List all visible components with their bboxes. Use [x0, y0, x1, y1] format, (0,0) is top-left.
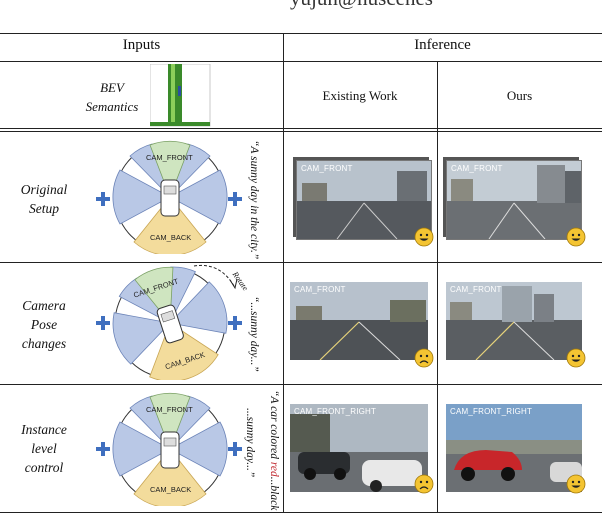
rotate-arrow — [193, 264, 238, 290]
col-divider-main — [283, 33, 284, 512]
caption-part-a: “A car colored — [268, 390, 280, 462]
plus-icon — [228, 192, 242, 206]
caption-original: “A sunny day in the city.” — [248, 140, 260, 260]
row2-label-line1: Camera — [22, 298, 66, 313]
existing-work-image-row1: CAM_FRONT — [296, 160, 432, 240]
row3-label-line3: control — [24, 460, 64, 475]
existing-work-image-row2: CAM_FRONT — [290, 282, 428, 360]
camera-rig-diagram-rotated: CAM_FRONT CAM_BACK — [112, 266, 228, 380]
image-label: CAM_FRONT — [301, 164, 353, 173]
ours-image-row2: CAM_FRONT — [446, 282, 582, 360]
smile-icon — [566, 348, 586, 368]
ours-image-row1: CAM_FRONT — [446, 160, 582, 240]
row1-rule — [0, 262, 602, 263]
bev-label-line2: Semantics — [85, 99, 139, 114]
image-label: CAM_FRONT_RIGHT — [450, 407, 533, 416]
subheader-rule-double — [0, 131, 602, 132]
caption-part-b: ...black — [268, 476, 280, 511]
cam-front-label: CAM_FRONT — [146, 153, 193, 162]
row-label-instance-level-control: Instance level control — [4, 420, 84, 477]
bev-label-line1: BEV — [100, 80, 124, 95]
image-label: CAM_FRONT_RIGHT — [294, 407, 377, 416]
bev-semantics-thumbnail — [150, 64, 211, 127]
existing-work-header: Existing Work — [322, 88, 398, 103]
ours-image-row3: CAM_FRONT_RIGHT — [446, 404, 582, 492]
plus-icon — [96, 442, 110, 456]
bev-semantics-label: BEV Semantics — [72, 78, 152, 116]
caption-instance: “A car colored red...black — [268, 390, 280, 510]
smile-icon — [566, 227, 586, 247]
camera-rig-diagram-instance: CAM_FRONT CAM_BACK — [112, 392, 228, 506]
row-label-original-setup: Original Setup — [4, 180, 84, 218]
camera-rig-diagram-original: CAM_FRONT CAM_BACK — [112, 140, 228, 254]
row2-rule — [0, 384, 602, 385]
plus-icon — [96, 316, 110, 330]
row2-label-line2: Pose — [30, 317, 58, 332]
row1-label-line1: Original — [20, 182, 68, 197]
caption-instance-2: ...sunny day...” — [244, 408, 256, 478]
row2-label-line3: changes — [21, 336, 67, 351]
subheader-rule — [0, 128, 602, 129]
row1-label-line2: Setup — [29, 201, 59, 216]
caption-pose: “...sunny day...” — [248, 296, 260, 372]
top-cut-text: yujun@nuscenes — [290, 0, 433, 11]
cam-front-label: CAM_FRONT — [146, 405, 193, 414]
image-label: CAM_FRONT — [450, 285, 502, 294]
image-label: CAM_FRONT — [294, 285, 346, 294]
frown-icon — [414, 474, 434, 494]
image-label: CAM_FRONT — [451, 164, 503, 173]
row-label-camera-pose-changes: Camera Pose changes — [4, 296, 84, 353]
cam-back-label: CAM_BACK — [150, 233, 191, 242]
table-bottom-rule — [0, 512, 602, 513]
ours-header: Ours — [506, 88, 533, 103]
plus-icon — [228, 316, 242, 330]
caption-red-word: red — [268, 461, 280, 477]
smile-icon — [414, 227, 434, 247]
inputs-header: Inputs — [122, 37, 161, 53]
frown-icon — [414, 348, 434, 368]
smile-icon — [566, 474, 586, 494]
col-divider-inference — [437, 61, 438, 512]
inference-header: Inference — [414, 37, 471, 53]
header-rule — [0, 61, 602, 62]
existing-work-image-row3: CAM_FRONT_RIGHT — [290, 404, 428, 492]
row3-label-line2: level — [31, 441, 57, 456]
cam-back-label: CAM_BACK — [150, 485, 191, 494]
plus-icon — [228, 442, 242, 456]
plus-icon — [96, 192, 110, 206]
table-top-rule — [0, 33, 602, 34]
row3-label-line1: Instance — [21, 422, 67, 437]
